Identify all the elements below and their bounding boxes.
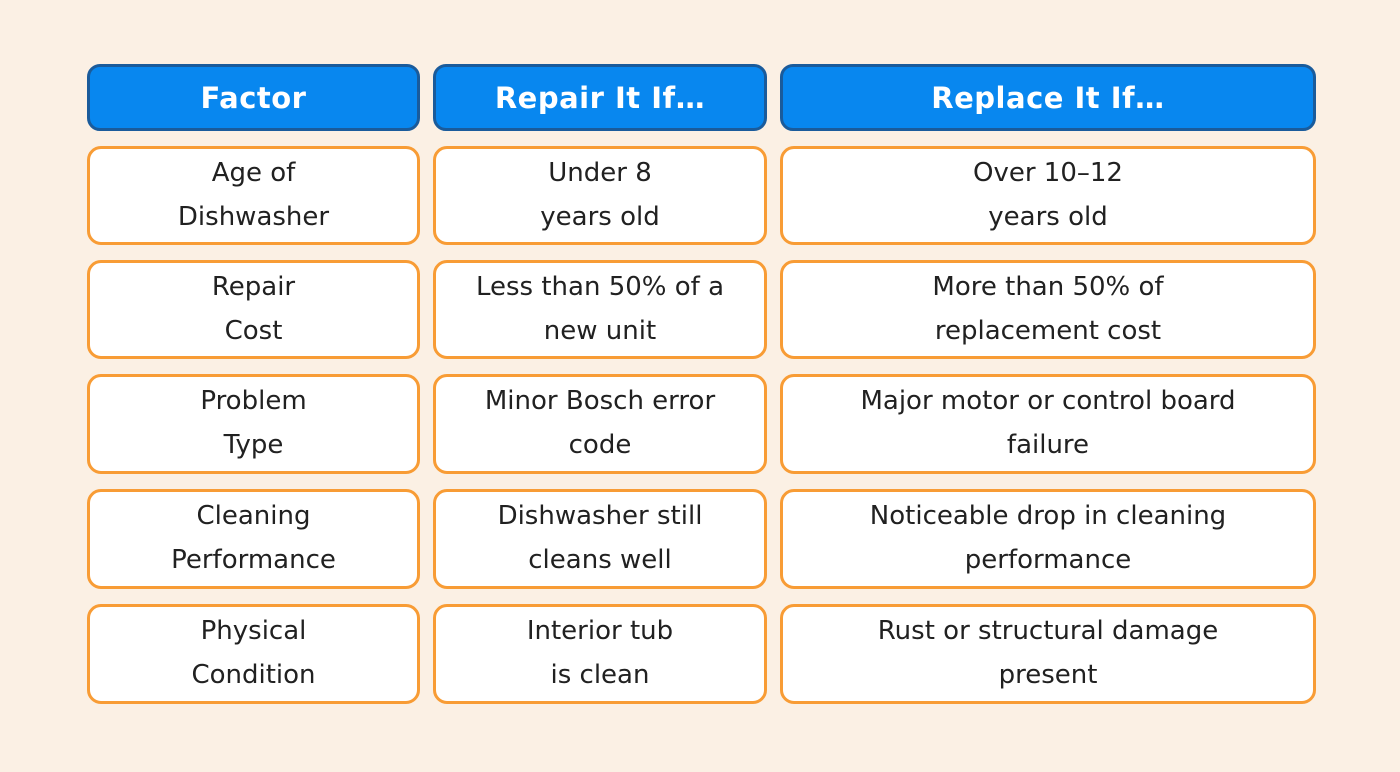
cell-cost-replace: More than 50% of replacement cost xyxy=(780,260,1316,359)
cell-cleaning-factor: Cleaning Performance xyxy=(87,489,420,589)
cell-age-repair: Under 8 years old xyxy=(433,146,767,245)
header-cell-repair: Repair It If… xyxy=(433,64,767,131)
cell-cleaning-replace: Noticeable drop in cleaning performance xyxy=(780,489,1316,589)
header-cell-factor: Factor xyxy=(87,64,420,131)
cell-age-replace: Over 10–12 years old xyxy=(780,146,1316,245)
cell-cost-factor: Repair Cost xyxy=(87,260,420,359)
repair-vs-replace-comparison-table: Factor Repair It If… Replace It If… Age … xyxy=(87,64,1316,704)
cell-problem-factor: Problem Type xyxy=(87,374,420,474)
header-label-replace: Replace It If… xyxy=(931,80,1165,115)
header-cell-replace: Replace It If… xyxy=(780,64,1316,131)
cell-problem-replace: Major motor or control board failure xyxy=(780,374,1316,474)
header-label-factor: Factor xyxy=(200,80,307,115)
cell-cost-repair: Less than 50% of a new unit xyxy=(433,260,767,359)
cell-physical-replace: Rust or structural damage present xyxy=(780,604,1316,704)
header-label-repair: Repair It If… xyxy=(494,80,706,115)
cell-physical-factor: Physical Condition xyxy=(87,604,420,704)
cell-age-factor: Age of Dishwasher xyxy=(87,146,420,245)
cell-problem-repair: Minor Bosch error code xyxy=(433,374,767,474)
cell-cleaning-repair: Dishwasher still cleans well xyxy=(433,489,767,589)
cell-physical-repair: Interior tub is clean xyxy=(433,604,767,704)
